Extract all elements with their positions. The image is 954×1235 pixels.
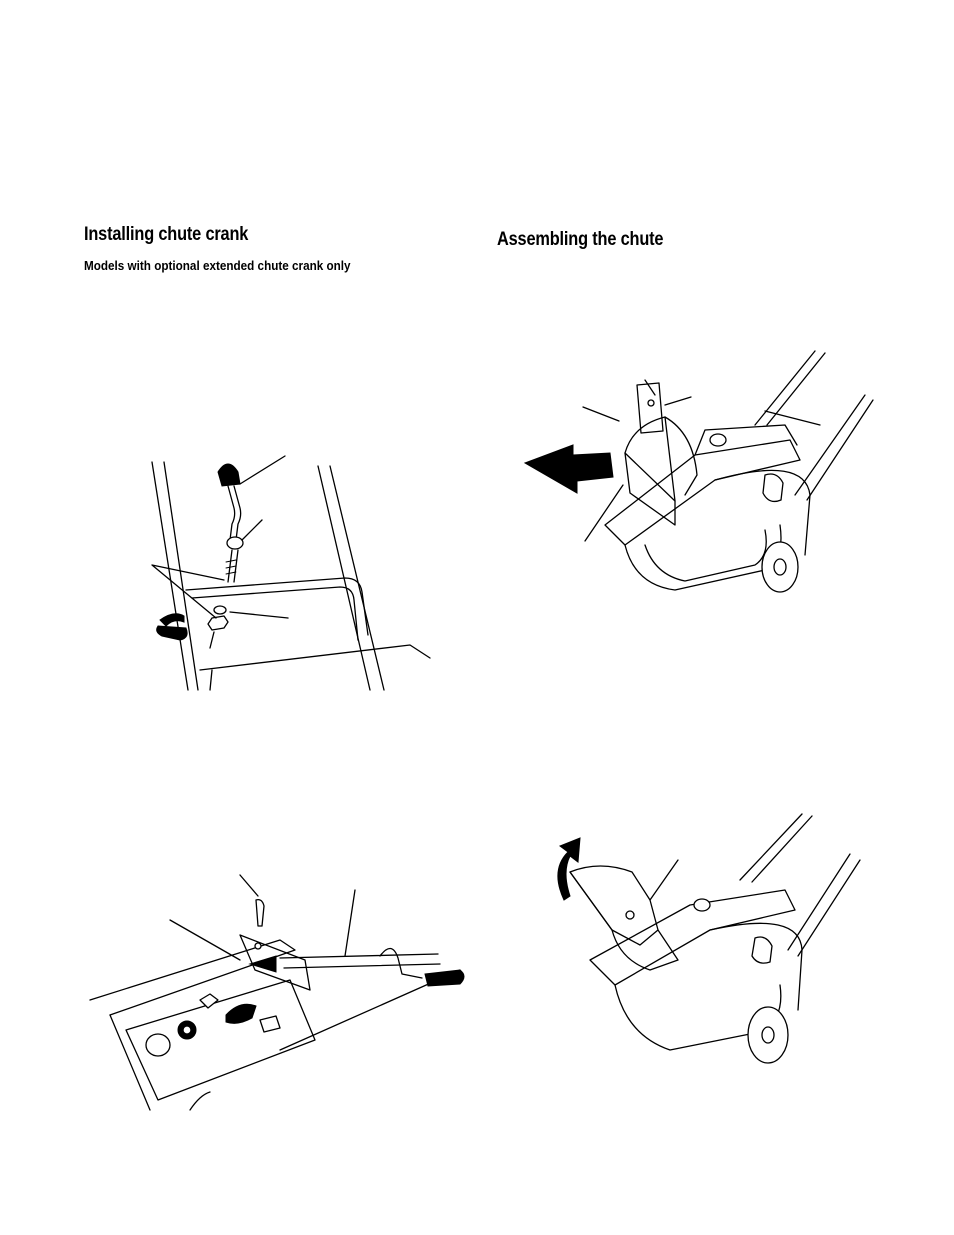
callout-line-clip xyxy=(239,874,259,897)
callout-line-washer xyxy=(229,611,289,619)
panel-corner-line xyxy=(209,669,213,691)
chute-crank-grommet-figure xyxy=(151,455,431,691)
engine-handle xyxy=(751,936,773,964)
control-panel-front-edge xyxy=(109,1014,151,1111)
callout-line-rod xyxy=(344,889,356,957)
chute-deflector-front xyxy=(624,452,676,526)
callout-line-locknut xyxy=(582,406,620,422)
handle-left xyxy=(739,813,813,883)
wheel-hub xyxy=(773,558,787,576)
extended-crank-models-note: Models with optional extended chute cran… xyxy=(84,258,351,273)
wheel-hub xyxy=(761,1026,775,1044)
chute-knob-bolt xyxy=(625,910,635,920)
engine-cover-side xyxy=(714,469,811,556)
crank-rod-upper-edge xyxy=(233,485,242,541)
chute-mouth-edge xyxy=(569,871,613,931)
chute-adjust-knob-icon xyxy=(156,613,188,641)
handle-left-outer-line xyxy=(151,461,189,691)
engine-cover-top xyxy=(694,424,798,456)
throttle-knob-center xyxy=(182,1025,192,1035)
starter-switch-icon xyxy=(225,1003,257,1024)
grommet-icon xyxy=(226,536,244,550)
crank-rod-upper xyxy=(227,485,236,541)
auger-housing-front xyxy=(614,984,782,1051)
forward-direction-arrow-icon xyxy=(523,444,614,494)
chute-deflector-side xyxy=(624,416,676,502)
handle-right-inner-line xyxy=(329,465,385,691)
hex-nut-icon xyxy=(207,615,229,631)
upper-handle-right xyxy=(794,394,874,501)
crank-rod-lower xyxy=(227,549,239,583)
engine-handle-icon xyxy=(762,473,784,503)
installing-chute-crank-heading: Installing chute crank xyxy=(84,224,249,245)
choke-knob-icon xyxy=(199,993,219,1009)
crank-handle-grip-icon xyxy=(217,463,241,487)
hairpin-clip-icon xyxy=(255,898,265,927)
callout-line-washer-top xyxy=(664,396,692,406)
control-panel-top-edge xyxy=(89,939,296,1016)
handle-lower-line xyxy=(279,969,461,1051)
primer-button-icon xyxy=(145,1033,171,1057)
auger-housing-inner xyxy=(644,529,767,582)
chute-tube xyxy=(664,416,698,496)
rotation-arrow-icon xyxy=(557,837,581,901)
handle-left-inner-line xyxy=(163,461,199,691)
panel-lower-edge xyxy=(199,644,431,671)
carriage-bolt-hole xyxy=(647,399,655,407)
crank-rod-bend xyxy=(379,947,423,979)
deflector-bracket xyxy=(636,382,664,434)
insert-direction-arrow-icon xyxy=(248,955,277,973)
callout-line-bracket xyxy=(169,919,241,961)
panel-top-edge xyxy=(185,577,369,636)
callout-line-deflector xyxy=(584,484,624,542)
crank-rod-bracket-figure xyxy=(89,874,465,1111)
threaded-end xyxy=(225,559,237,575)
chute-tube-body xyxy=(611,929,679,971)
chute-rotation-figure xyxy=(557,813,861,1064)
handle-crossbar xyxy=(764,410,821,426)
panel-inner-edge xyxy=(191,586,359,641)
crank-rod-shaft xyxy=(279,953,439,959)
callout-line-bolt xyxy=(644,379,656,396)
chute-top-hood xyxy=(569,865,659,946)
assembling-the-chute-heading: Assembling the chute xyxy=(497,229,664,250)
handle-right xyxy=(787,853,861,957)
fuel-cap-icon xyxy=(709,433,727,447)
upper-handle-left xyxy=(754,350,826,426)
callout-lines-hardware xyxy=(151,564,225,619)
chute-deflector-assembly-figure xyxy=(523,350,874,593)
auger-housing-front xyxy=(624,524,782,591)
control-panel-face xyxy=(125,979,316,1101)
ignition-key-icon xyxy=(259,1015,281,1033)
crank-rod-shaft-edge xyxy=(283,963,441,969)
callout-line-nut xyxy=(209,631,215,649)
callout-line-grommet xyxy=(241,519,263,541)
bracket-hole xyxy=(254,942,262,950)
fuel-cap xyxy=(693,898,711,912)
callout-line-chute xyxy=(649,859,679,901)
callout-line-crank xyxy=(239,455,286,485)
engine-cover xyxy=(709,922,803,1011)
chute-bracket-plate xyxy=(239,934,311,991)
housing-edge-line xyxy=(189,1091,211,1111)
washer-icon xyxy=(213,605,227,615)
